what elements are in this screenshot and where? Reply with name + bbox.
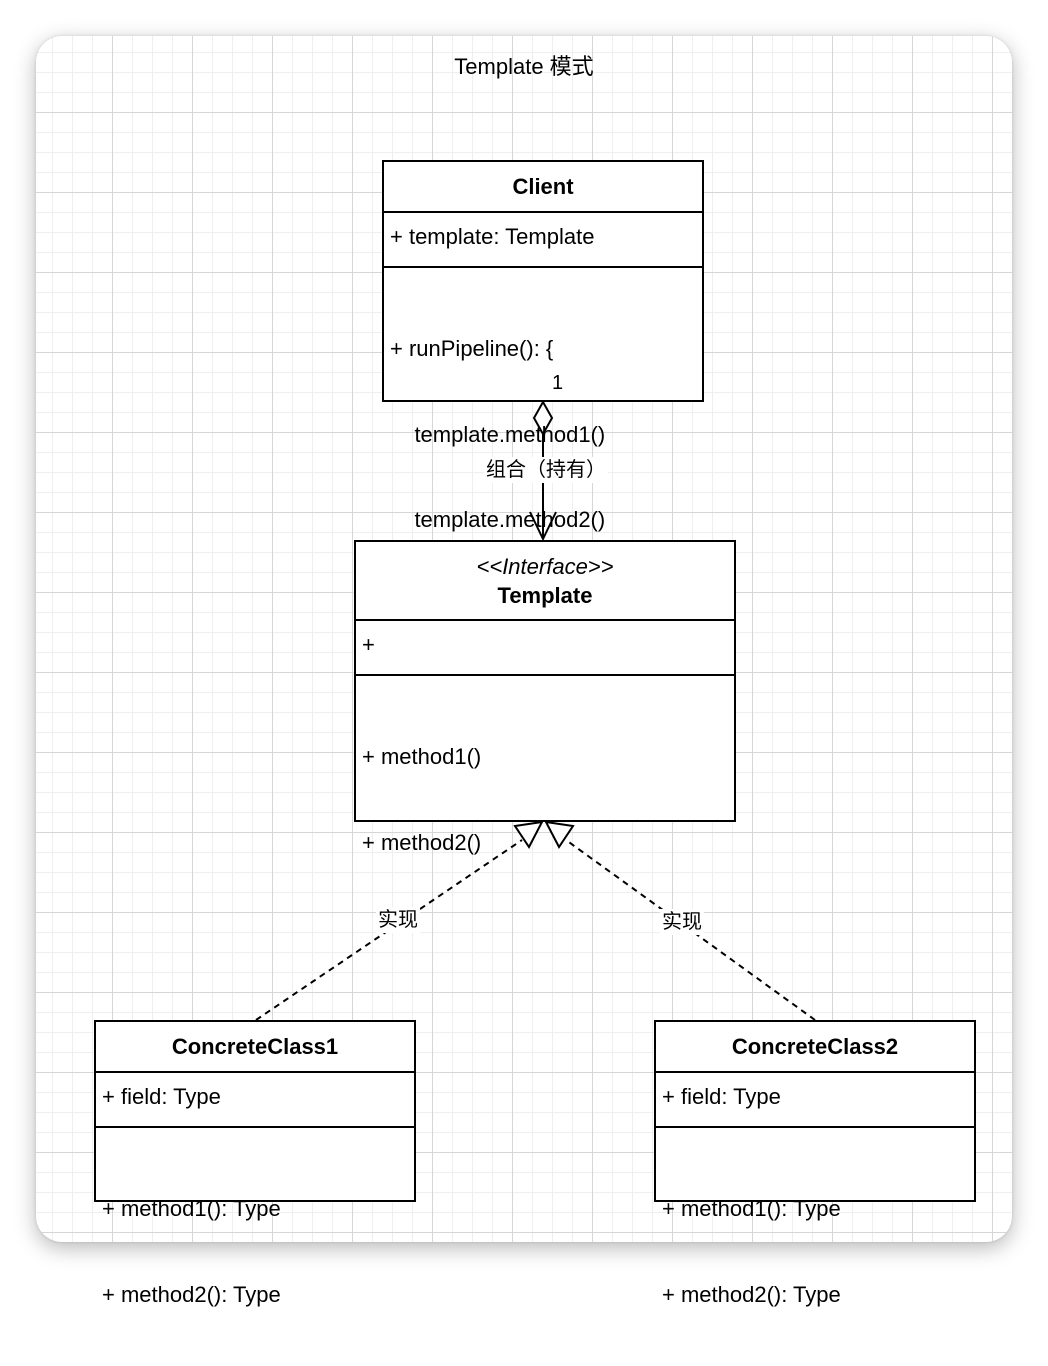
concrete-class2-header: ConcreteClass2 — [656, 1022, 974, 1073]
diagram-title: Template 模式 — [454, 54, 594, 79]
relationship-lines — [255, 399, 816, 1021]
template-attributes: + — [356, 621, 734, 676]
realization2-arrowhead — [544, 820, 575, 849]
aggregation-multiplicity: 1 — [552, 372, 564, 394]
concrete-class2-operations: + method1(): Type + method2(): Type — [656, 1128, 974, 1366]
concrete-class2-operation: + method2(): Type — [662, 1281, 841, 1307]
realization1-label: 实现 — [376, 907, 420, 933]
realization2-line — [565, 839, 816, 1021]
template-interface-name: Template — [497, 582, 593, 608]
realization1-arrowhead — [513, 820, 544, 849]
client-class-header: Client — [384, 162, 702, 213]
client-attribute: + template: Template — [390, 224, 595, 249]
realization1-line — [255, 839, 523, 1021]
concrete-class2-name: ConcreteClass2 — [731, 1033, 899, 1059]
template-interface[interactable]: <<Interface>> Template + + method1() + m… — [354, 540, 736, 855]
concrete-class1-attributes: + field: Type — [96, 1073, 414, 1128]
template-operation: + method2() — [362, 829, 482, 855]
template-stereotype: <<Interface>> — [476, 553, 614, 579]
aggregation-arrowhead — [529, 511, 557, 542]
realization2-label: 实现 — [660, 909, 704, 935]
concrete-class1-attribute: + field: Type — [102, 1084, 221, 1109]
concrete-class2-attribute: + field: Type — [662, 1084, 781, 1109]
concrete-class1-operations: + method1(): Type + method2(): Type — [96, 1128, 414, 1366]
concrete-class2-attributes: + field: Type — [656, 1073, 974, 1128]
client-attributes: + template: Template — [384, 213, 702, 268]
client-operation: template.method1() — [390, 421, 606, 447]
concrete-class1-name: ConcreteClass1 — [171, 1033, 339, 1059]
client-operation: template.method2() — [390, 507, 606, 532]
aggregation-label: 组合（持有） — [484, 457, 608, 483]
concrete-class2[interactable]: ConcreteClass2 + field: Type + method1()… — [654, 1020, 976, 1307]
template-operation: + method1() — [362, 744, 482, 769]
concrete-class1-operation: + method2(): Type — [102, 1281, 281, 1307]
concrete-class2-operation: + method1(): Type — [662, 1196, 841, 1221]
client-operation: + runPipeline(): { — [390, 336, 554, 361]
client-class[interactable]: Client + template: Template + runPipelin… — [382, 160, 704, 618]
client-class-name: Client — [512, 173, 574, 199]
concrete-class1[interactable]: ConcreteClass1 + field: Type + method1()… — [94, 1020, 416, 1307]
template-attribute: + — [362, 632, 375, 657]
concrete-class1-operation: + method1(): Type — [102, 1196, 281, 1221]
client-operations: + runPipeline(): { template.method1() te… — [384, 268, 702, 677]
template-operations: + method1() + method2() — [356, 676, 734, 914]
template-interface-header: <<Interface>> Template — [356, 542, 734, 621]
concrete-class1-header: ConcreteClass1 — [96, 1022, 414, 1073]
